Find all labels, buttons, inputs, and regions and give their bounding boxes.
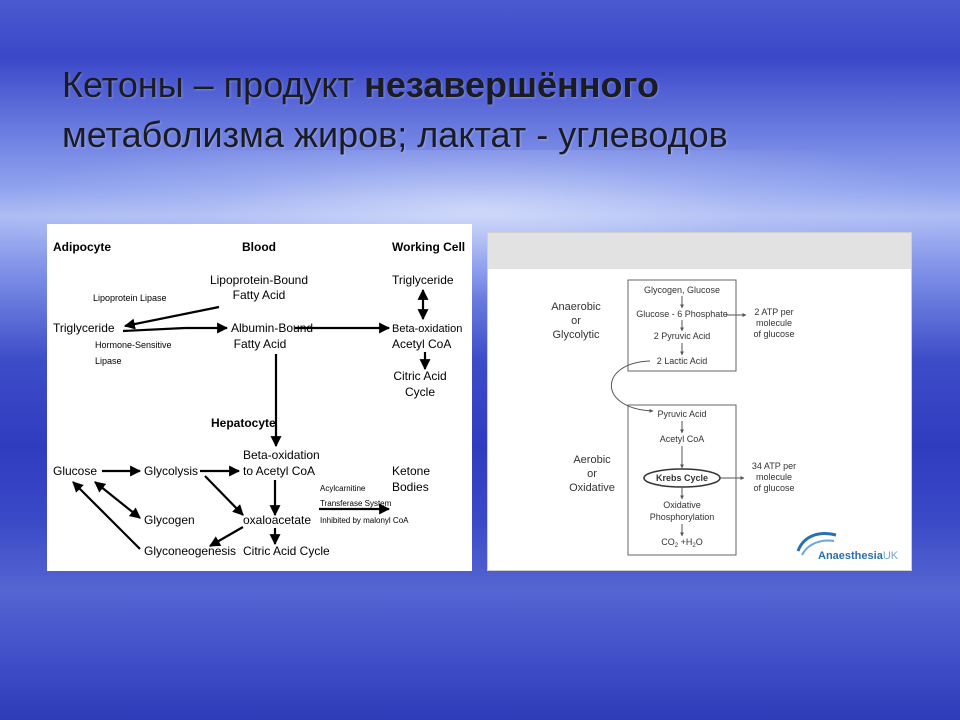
label-anaerobic-1: Anaerobic <box>551 301 601 313</box>
atp-bottom-3: of glucose <box>753 483 794 493</box>
step-acetyl: Acetyl CoA <box>660 434 705 444</box>
node-triglyceride-left: Triglyceride <box>53 321 115 335</box>
fat-metabolism-diagram: Adipocyte Blood Working Cell Lipoprotein… <box>47 224 472 571</box>
node-gluconeogenesis: Glyconeogenesis <box>144 544 236 558</box>
arrow-lipo-to-tg <box>123 305 220 330</box>
node-hormone-2: Lipase <box>95 356 122 366</box>
node-oxaloacetate: oxaloacetate <box>243 513 311 527</box>
label-aerobic-1: Aerobic <box>573 454 611 466</box>
step-co2-h2o: CO2 +H2O <box>661 537 702 549</box>
logo-swoosh-light-icon <box>801 539 835 556</box>
header-adipocyte: Adipocyte <box>53 240 111 254</box>
node-hepatocyte: Hepatocyte <box>211 416 276 430</box>
fat-metabolism-svg: Adipocyte Blood Working Cell Lipoprotein… <box>53 240 465 558</box>
node-beta-ox-h1: Beta-oxidation <box>243 448 320 462</box>
energy-pathways-diagram: Anaerobic or Glycolytic Aerobic or Oxida… <box>487 232 912 571</box>
step-pyruvic: Pyruvic Acid <box>657 409 706 419</box>
step-g6p: Glucose - 6 Phosphate <box>636 309 728 319</box>
header-bar <box>488 233 911 269</box>
node-glycogen: Glycogen <box>144 513 195 527</box>
node-beta-ox-h2: to Acetyl CoA <box>243 464 315 478</box>
slide-title: Кетоны – продукт незавершённого метаболи… <box>62 60 922 160</box>
step-phosphorylation: Phosphorylation <box>650 512 715 522</box>
logo-swoosh-icon <box>796 532 837 552</box>
header-blood: Blood <box>242 240 276 254</box>
node-ketone-1: Ketone <box>392 464 430 478</box>
arrow-glucose-glycogen <box>94 481 141 519</box>
label-anaerobic-2: or <box>571 315 581 327</box>
arrow-lactic-to-pyruvic <box>611 360 654 413</box>
node-beta-ox-1: Beta-oxidation <box>392 323 462 335</box>
header-working-cell: Working Cell <box>392 240 465 254</box>
arrow-gluconeo-glucose <box>72 481 141 550</box>
arrow-oxalo-gluconeo <box>209 526 244 547</box>
step-krebs: Krebs Cycle <box>656 473 708 483</box>
atp-bottom-1: 34 ATP per <box>752 461 796 471</box>
atp-top-2: molecule <box>756 318 792 328</box>
node-lipo-bound-1: Lipoprotein-Bound <box>210 273 308 287</box>
node-ketone-2: Bodies <box>392 480 429 494</box>
node-lipo-bound-2: Fatty Acid <box>233 288 286 302</box>
node-glycolysis: Glycolysis <box>144 464 198 478</box>
atp-bottom-2: molecule <box>756 472 792 482</box>
node-glucose: Glucose <box>53 464 97 478</box>
node-beta-ox-2: Acetyl CoA <box>392 337 451 351</box>
node-citric-cycle: Citric Acid Cycle <box>243 544 330 558</box>
step-2-lactic: 2 Lactic Acid <box>657 356 708 366</box>
label-aerobic-3: Oxidative <box>569 482 615 494</box>
node-albumin-1: Albumin-Bound <box>231 321 313 335</box>
node-lipoprotein-lipase: Lipoprotein Lipase <box>93 293 167 303</box>
node-hormone-1: Hormone-Sensitive <box>95 340 172 350</box>
atp-top-3: of glucose <box>753 329 794 339</box>
node-acyl-2: Transferase System <box>320 499 392 508</box>
step-oxidative: Oxidative <box>663 500 701 510</box>
logo-text: AnaesthesiaUK <box>818 550 899 562</box>
atp-top-1: 2 ATP per <box>754 307 793 317</box>
title-bold: незавершённого <box>364 64 659 105</box>
node-acyl-3: Inhibited by malonyl CoA <box>320 516 409 525</box>
aerobic-box <box>627 404 737 556</box>
node-acyl-1: Acylcarnitine <box>320 484 366 493</box>
node-citric-1: Citric Acid <box>393 369 446 383</box>
arrow-glycolysis-oxalo <box>204 475 244 516</box>
label-anaerobic-3: Glycolytic <box>552 329 600 341</box>
energy-pathways-svg: Anaerobic or Glycolytic Aerobic or Oxida… <box>488 233 911 562</box>
step-glycogen: Glycogen, Glucose <box>644 285 720 295</box>
label-aerobic-2: or <box>587 468 597 480</box>
arrow-tg-line <box>122 326 186 333</box>
title-line2: метаболизма жиров; лактат - углеводов <box>62 114 728 155</box>
step-2-pyruvic: 2 Pyruvic Acid <box>654 331 711 341</box>
anaerobic-box <box>627 279 737 372</box>
anaesthesia-uk-logo: AnaesthesiaUK <box>796 532 899 562</box>
node-triglyceride-right: Triglyceride <box>392 273 454 287</box>
node-albumin-2: Fatty Acid <box>234 337 287 351</box>
node-citric-2: Cycle <box>405 385 435 399</box>
title-part1: Кетоны – продукт <box>62 64 365 105</box>
